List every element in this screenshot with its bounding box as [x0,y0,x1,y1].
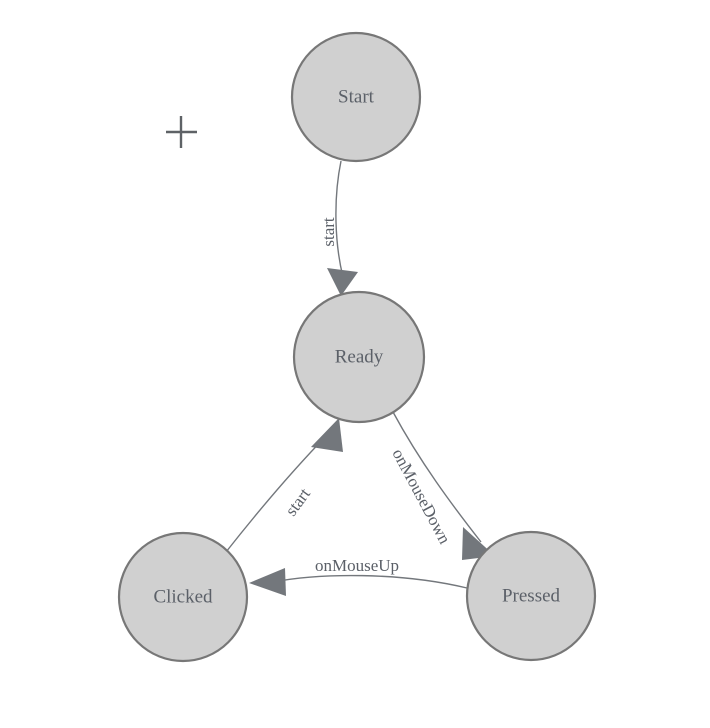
arrowhead-ready-bottom [311,418,343,452]
edge-path-start-to-ready[interactable] [335,160,344,278]
edge-path-pressed-to-clicked[interactable] [272,574,468,589]
edge-clicked-to-ready[interactable]: start [225,418,343,553]
edge-label-clicked-to-ready: start [281,484,314,519]
node-clicked[interactable]: Clicked [117,531,249,663]
node-pressed-circle[interactable] [465,530,597,662]
edge-pressed-to-clicked[interactable]: onMouseUp [249,556,468,596]
arrowhead-clicked [249,568,286,596]
node-ready-circle[interactable] [292,290,426,424]
node-start[interactable]: Start [290,31,422,163]
node-clicked-circle[interactable] [117,531,249,663]
node-pressed[interactable]: Pressed [465,530,597,662]
plus-crosshair-icon[interactable] [166,116,197,148]
node-ready[interactable]: Ready [292,290,426,424]
edge-label-start-to-ready: start [319,217,338,247]
edge-label-pressed-to-clicked: onMouseUp [315,556,399,575]
edge-ready-to-pressed[interactable]: onMouseDown [388,411,495,560]
edge-path-ready-to-pressed[interactable] [392,411,482,543]
node-start-circle[interactable] [290,31,422,163]
edge-start-to-ready[interactable]: start [319,160,358,296]
arrowhead-ready-top [327,268,358,296]
edge-path-clicked-to-ready[interactable] [225,434,328,553]
